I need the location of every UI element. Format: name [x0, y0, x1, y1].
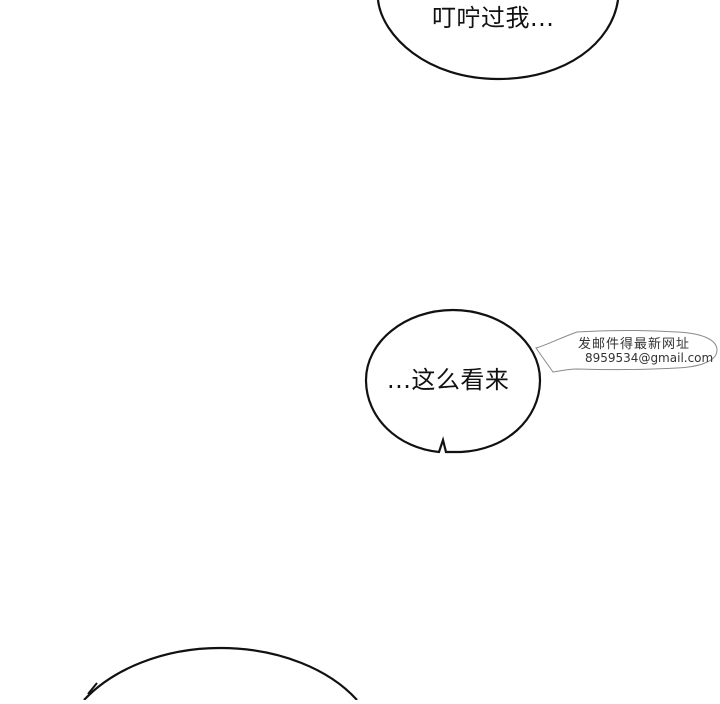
watermark-bubble — [535, 330, 718, 373]
bottom-speech-bubble-tail — [87, 682, 98, 695]
top-speech-bubble — [376, 0, 620, 81]
top-bubble-text: 叮咛过我... — [432, 4, 555, 32]
watermark-line-2: 8959534@gmail.com — [585, 351, 714, 365]
watermark-line-1: 发邮件得最新网址 — [578, 337, 691, 352]
middle-speech-bubble — [364, 308, 542, 454]
middle-bubble-text: ...这么看来 — [387, 366, 510, 394]
bottom-speech-bubble — [83, 646, 358, 701]
